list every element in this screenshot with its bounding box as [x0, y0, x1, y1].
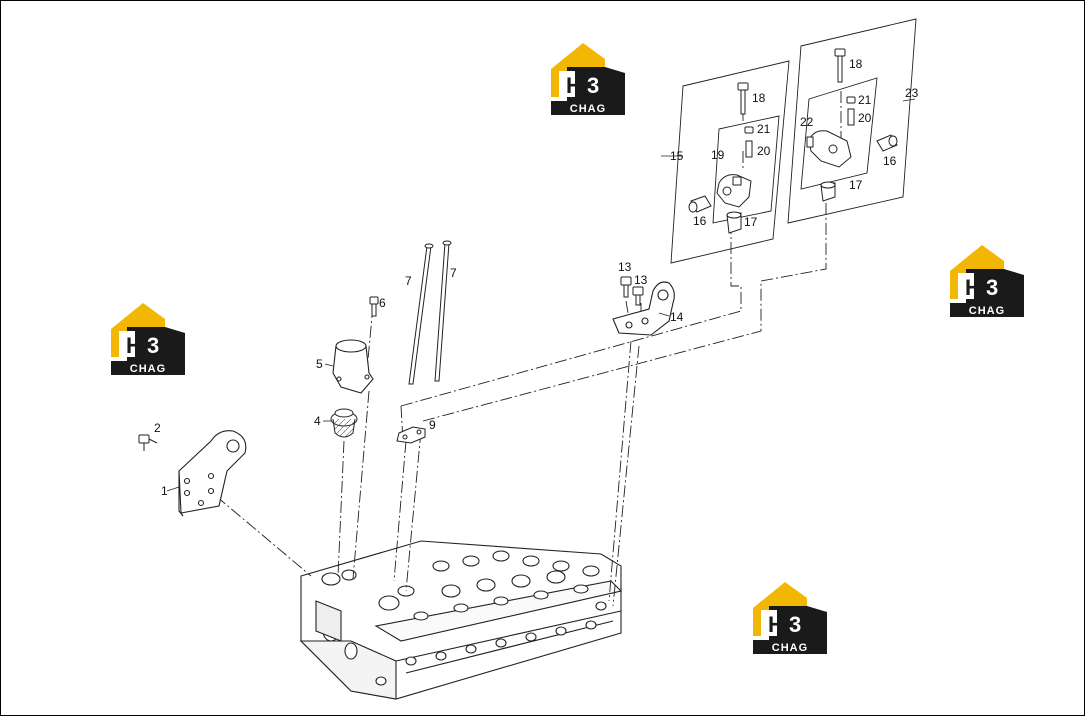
- part-6-bolt: [369, 296, 379, 317]
- logo-mark-text: H: [965, 275, 981, 300]
- logo-window: [119, 331, 135, 357]
- callout-21a: 21: [757, 122, 771, 136]
- part-5-thermostat-housing: [332, 339, 374, 394]
- callout-20b: 20: [858, 111, 872, 125]
- callout-16b: 16: [883, 154, 897, 168]
- callout-5: 5: [316, 357, 323, 371]
- callout-23: 23: [905, 86, 919, 100]
- logo-mark-text: H: [566, 73, 582, 98]
- callout-20a: 20: [757, 144, 771, 158]
- callout-2: 2: [154, 421, 161, 435]
- logo-mark-number: 3: [587, 73, 599, 98]
- part-13-bolts: [620, 276, 644, 306]
- part-2-bolt: [138, 434, 158, 451]
- callout-4: 4: [314, 414, 321, 428]
- part-14-bracket: [612, 281, 675, 336]
- callout-16a: 16: [693, 214, 707, 228]
- callout-7a: 7: [405, 274, 412, 288]
- cylinder-head: [299, 540, 623, 700]
- callout-14: 14: [670, 310, 684, 324]
- callout-labels: 1 2 4 5 6 7 7 9 13 13 14 15 16 16 17 17 …: [154, 57, 919, 498]
- logo-mark-text: H: [768, 612, 784, 637]
- callout-17b: 17: [849, 178, 863, 192]
- callout-22: 22: [800, 115, 814, 129]
- logo-dark-block: [769, 606, 827, 640]
- logo-dark-block: [966, 269, 1024, 303]
- logo-mark-number: 3: [986, 275, 998, 300]
- logo-name-bar: [950, 303, 1024, 317]
- box-15-parts: [688, 82, 754, 234]
- logo-window: [559, 71, 575, 97]
- logo-brand-name: CHAG: [969, 305, 1005, 317]
- callout-17a: 17: [744, 215, 758, 229]
- logo-dark-block: [127, 327, 185, 361]
- box-23-outline: [787, 18, 917, 224]
- callout-9: 9: [429, 418, 436, 432]
- leader-lines: [215, 91, 842, 607]
- logo-brand-name: CHAG: [772, 642, 808, 654]
- callout-18b: 18: [849, 57, 863, 71]
- logo-window: [761, 610, 777, 636]
- callout-6: 6: [379, 296, 386, 310]
- logo-brand-name: CHAG: [130, 363, 166, 375]
- callout-15: 15: [670, 149, 684, 163]
- box-23-parts: [806, 48, 898, 202]
- callout-7b: 7: [450, 266, 457, 280]
- box-15-outline: [670, 60, 790, 264]
- logo-dark-block: [567, 67, 625, 101]
- logo-name-bar: [111, 361, 185, 375]
- callout-13b: 13: [634, 273, 648, 287]
- logo-brand-name: CHAG: [570, 103, 606, 115]
- part-1-lifting-bracket: [178, 430, 247, 517]
- callout-1: 1: [161, 484, 168, 498]
- logo-mark-number: 3: [147, 333, 159, 358]
- part-9-bracket: [396, 426, 426, 444]
- part-7-rods: [408, 240, 452, 385]
- callout-18a: 18: [752, 91, 766, 105]
- callout-19: 19: [711, 148, 725, 162]
- logo-window: [958, 273, 974, 299]
- callout-21b: 21: [858, 93, 872, 107]
- logo-mark-number: 3: [789, 612, 801, 637]
- logo-mark-text: H: [126, 333, 142, 358]
- part-4-thermostat: [330, 408, 358, 438]
- logo-name-bar: [551, 101, 625, 115]
- logo-name-bar: [753, 640, 827, 654]
- callout-13a: 13: [618, 260, 632, 274]
